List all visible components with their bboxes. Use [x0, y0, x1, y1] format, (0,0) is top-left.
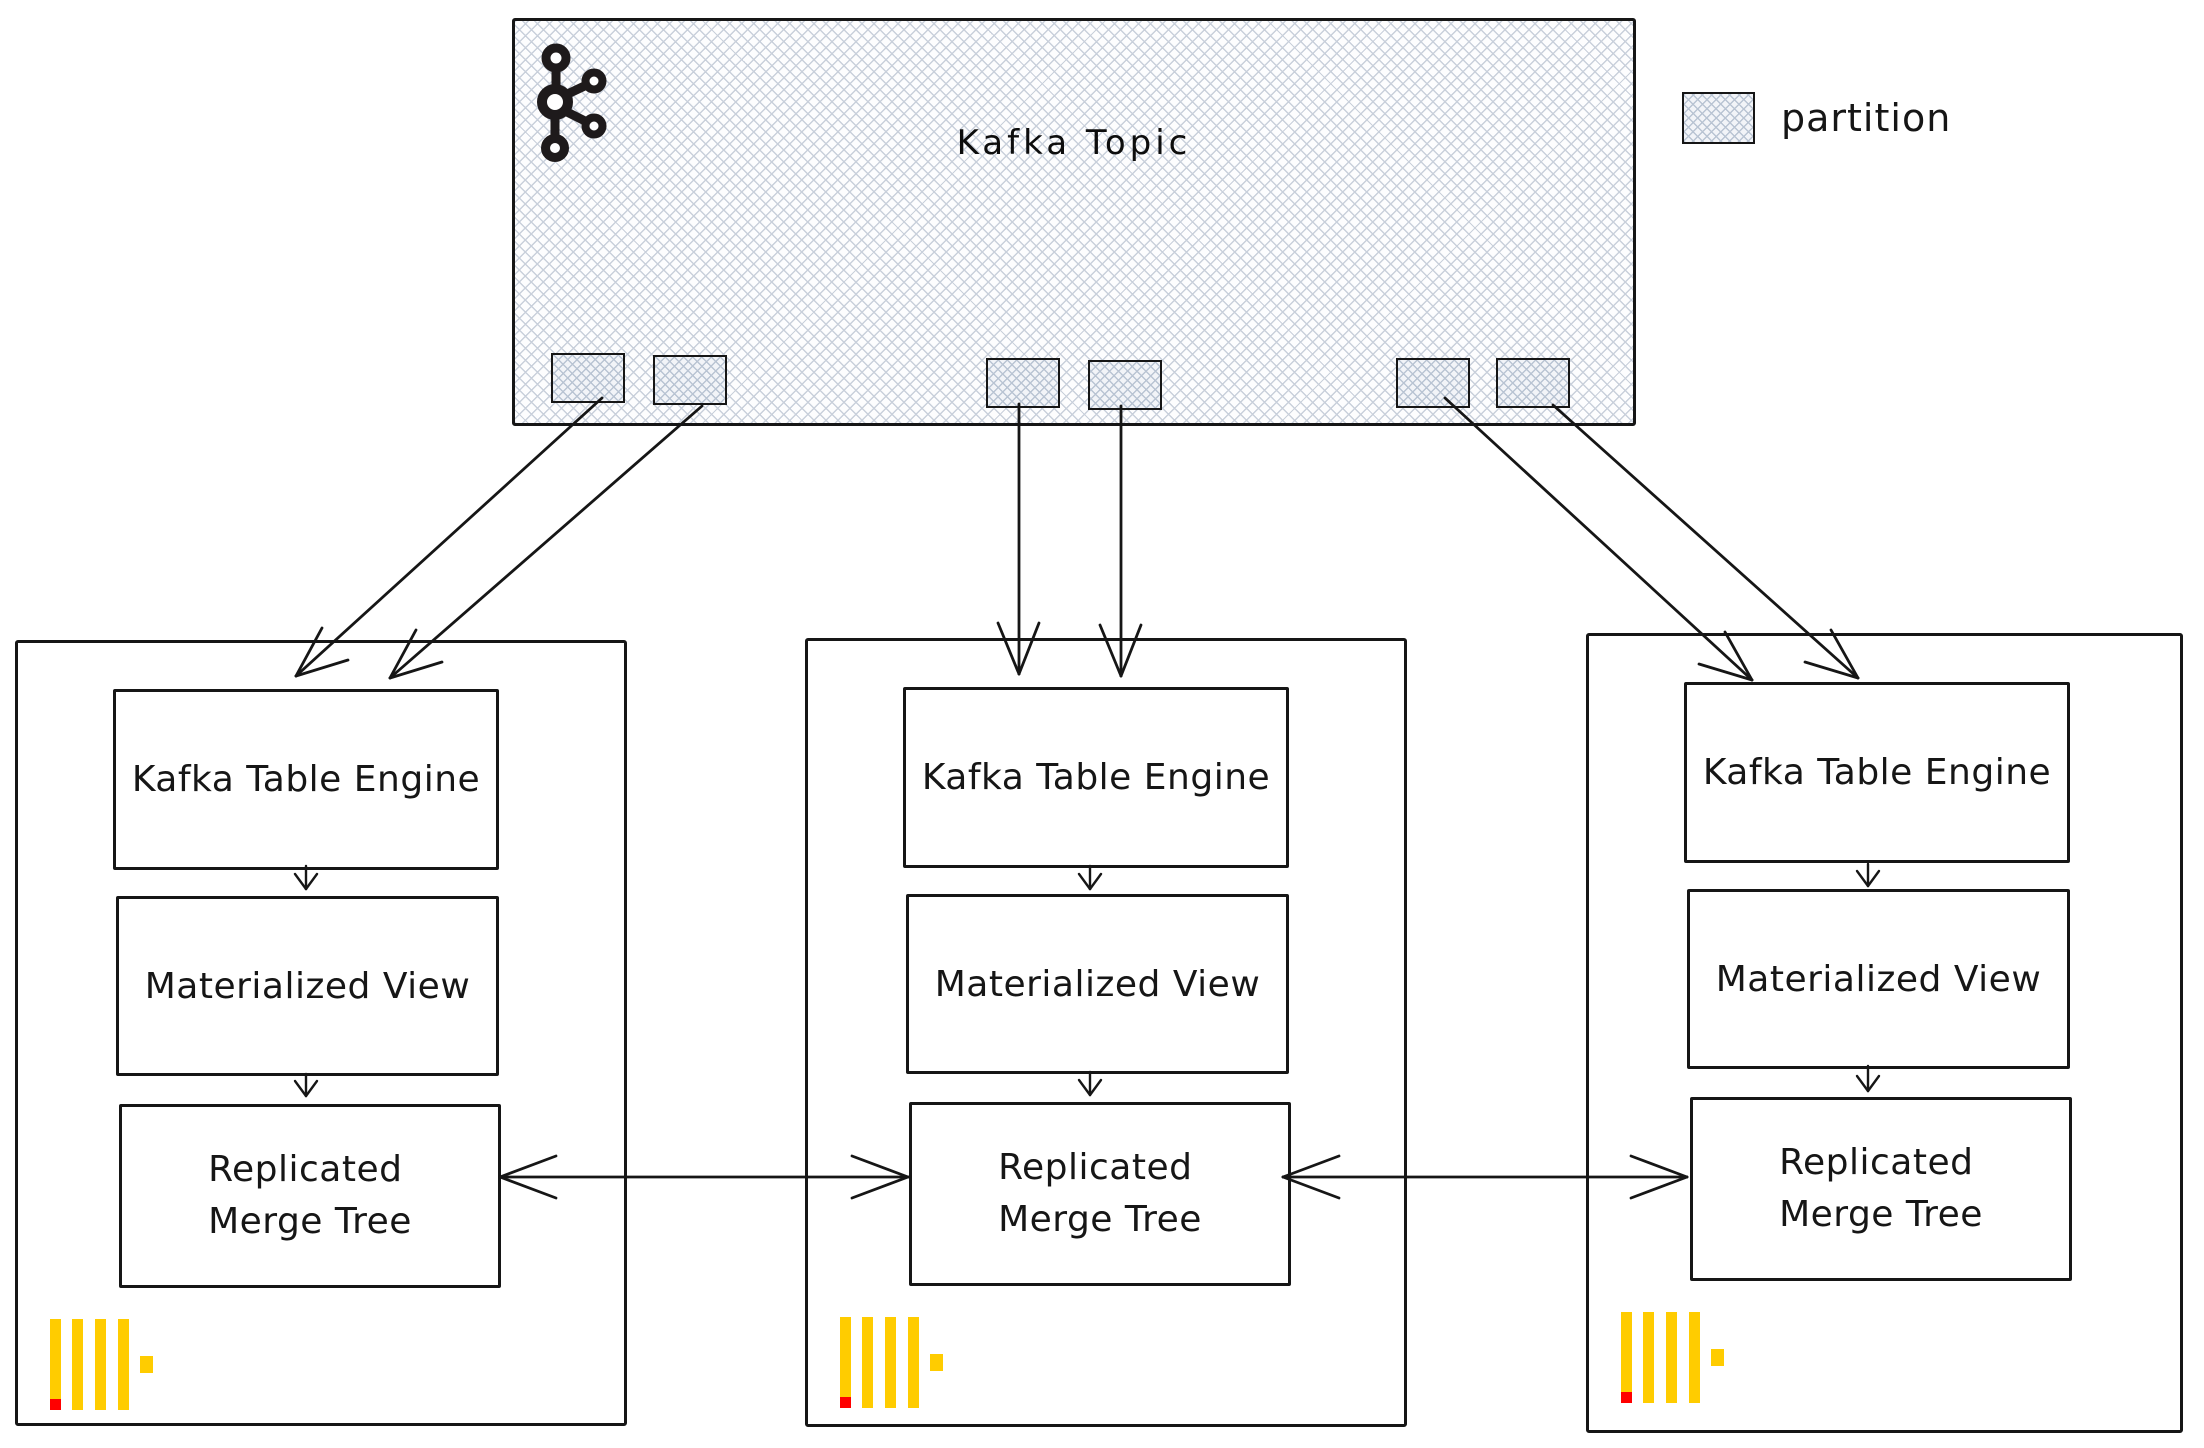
kafka-logo-icon	[537, 43, 607, 162]
partition-square-6	[1496, 358, 1570, 408]
partition-square-5	[1396, 358, 1470, 408]
kafka-table-engine-label: Kafka Table Engine	[1702, 752, 2052, 793]
partition-square-2	[653, 355, 727, 405]
materialized-view-box: Materialized View	[1687, 889, 2070, 1069]
partition-square-1	[551, 353, 625, 403]
kafka-table-engine-box: Kafka Table Engine	[113, 689, 499, 870]
partition-square-3	[986, 358, 1060, 408]
clickhouse-node-3: Kafka Table Engine Materialized View Rep…	[1586, 633, 2183, 1433]
clickhouse-logo-icon	[1621, 1312, 1727, 1406]
partition-swatch-icon	[1682, 92, 1755, 144]
legend-label: partition	[1781, 96, 1952, 140]
kafka-table-engine-label: Kafka Table Engine	[921, 757, 1271, 798]
kafka-topic-title: Kafka Topic	[956, 123, 1192, 163]
materialized-view-label: Materialized View	[144, 965, 471, 1007]
replicated-merge-tree-box: Replicated Merge Tree	[119, 1104, 501, 1288]
clickhouse-logo-icon	[840, 1317, 946, 1411]
replicated-merge-tree-label: Replicated Merge Tree	[1779, 1141, 1983, 1235]
replicated-merge-tree-box: Replicated Merge Tree	[909, 1102, 1291, 1286]
replicated-merge-tree-label: Replicated Merge Tree	[208, 1148, 412, 1242]
kafka-table-engine-box: Kafka Table Engine	[1684, 682, 2070, 863]
replicated-merge-tree-box: Replicated Merge Tree	[1690, 1097, 2072, 1281]
materialized-view-label: Materialized View	[934, 963, 1261, 1005]
materialized-view-box: Materialized View	[116, 896, 499, 1076]
clickhouse-node-1: Kafka Table Engine Materialized View Rep…	[15, 640, 627, 1426]
kafka-table-engine-box: Kafka Table Engine	[903, 687, 1289, 868]
partition-square-4	[1088, 360, 1162, 410]
materialized-view-label: Materialized View	[1715, 958, 2042, 1000]
legend: partition	[1682, 92, 1951, 144]
clickhouse-node-2: Kafka Table Engine Materialized View Rep…	[805, 638, 1407, 1427]
kafka-topic-box: Kafka Topic	[512, 18, 1636, 426]
materialized-view-box: Materialized View	[906, 894, 1289, 1074]
replicated-merge-tree-label: Replicated Merge Tree	[998, 1146, 1202, 1240]
clickhouse-logo-icon	[50, 1319, 156, 1413]
kafka-table-engine-label: Kafka Table Engine	[131, 759, 481, 800]
